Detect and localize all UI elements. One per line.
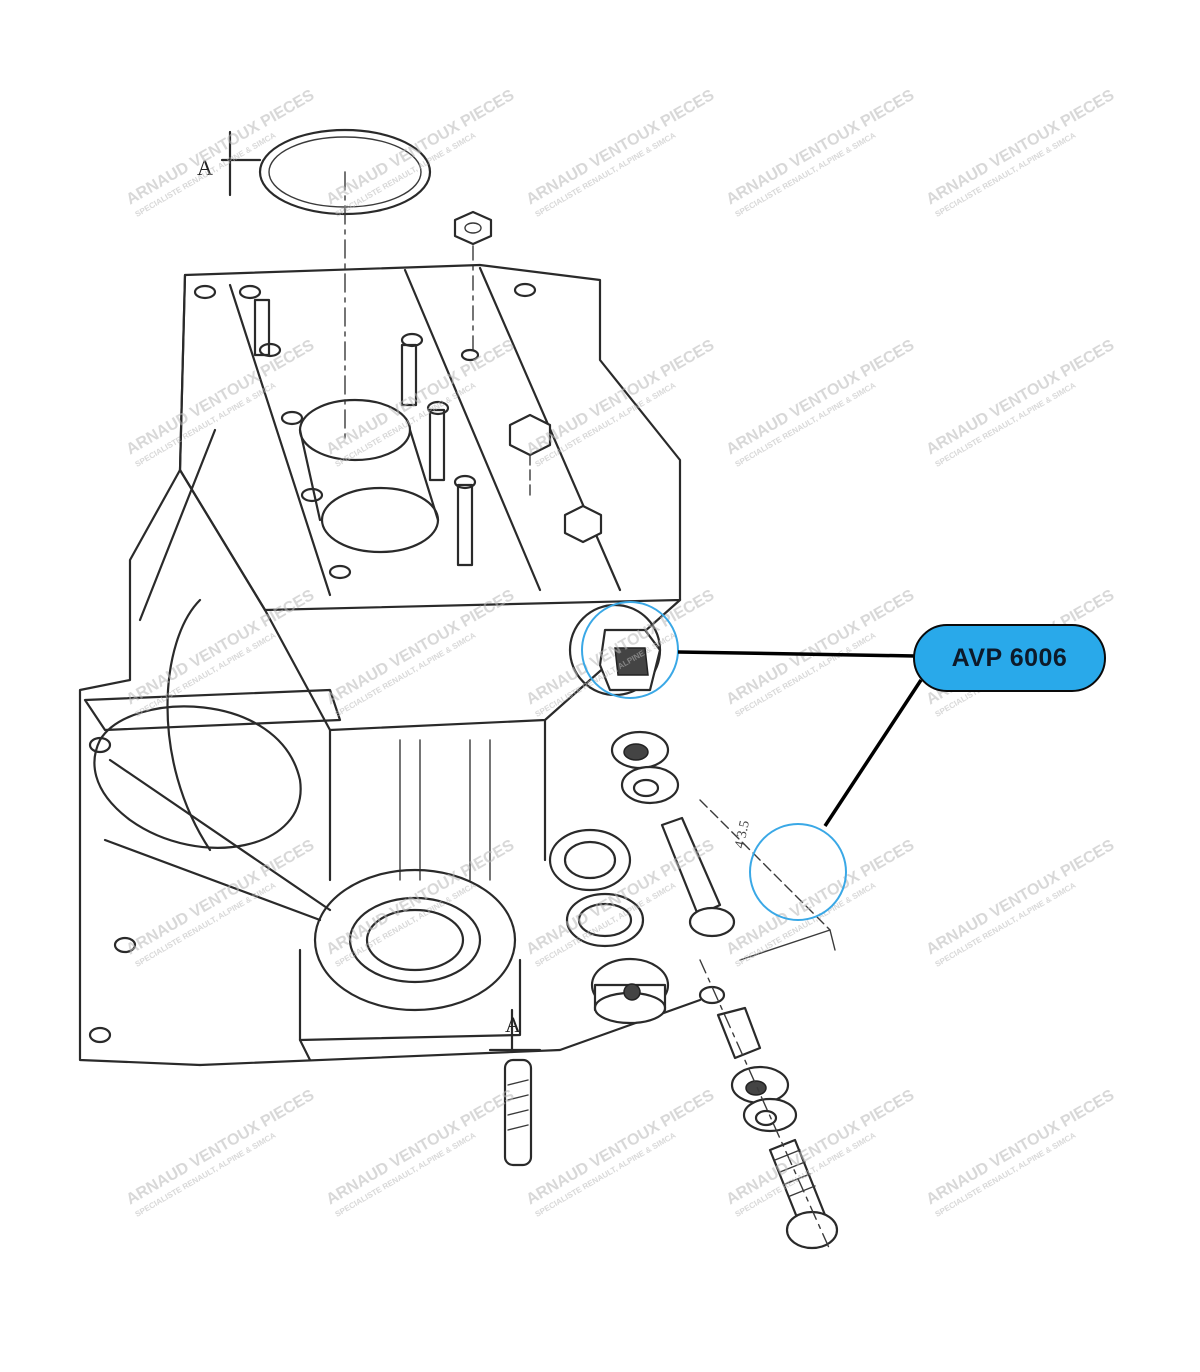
svg-text:ARNAUD VENTOUX PIECES: ARNAUD VENTOUX PIECES [124,837,318,959]
leader-line-2 [823,679,923,827]
svg-text:ARNAUD VENTOUX PIECES: ARNAUD VENTOUX PIECES [324,587,518,709]
svg-text:ARNAUD VENTOUX PIECES: ARNAUD VENTOUX PIECES [724,87,918,209]
svg-text:ARNAUD VENTOUX PIECES: ARNAUD VENTOUX PIECES [924,1087,1118,1209]
svg-text:ARNAUD VENTOUX PIECES: ARNAUD VENTOUX PIECES [324,1087,518,1209]
svg-text:ARNAUD VENTOUX PIECES: ARNAUD VENTOUX PIECES [124,1087,318,1209]
svg-text:ARNAUD VENTOUX PIECES: ARNAUD VENTOUX PIECES [124,87,318,209]
svg-text:ARNAUD VENTOUX PIECES: ARNAUD VENTOUX PIECES [724,587,918,709]
svg-text:ARNAUD VENTOUX PIECES: ARNAUD VENTOUX PIECES [724,337,918,459]
svg-text:ARNAUD VENTOUX PIECES: ARNAUD VENTOUX PIECES [524,837,718,959]
section-label-bottom: A [505,1012,521,1037]
engine-block-drawing: A [78,128,839,1251]
part-number-label: AVP 6006 [913,624,1106,692]
svg-text:ARNAUD VENTOUX PIECES: ARNAUD VENTOUX PIECES [924,87,1118,209]
svg-text:ARNAUD VENTOUX PIECES: ARNAUD VENTOUX PIECES [524,1087,718,1209]
svg-text:4 3.5: 4 3.5 [732,819,752,850]
svg-text:ARNAUD VENTOUX PIECES: ARNAUD VENTOUX PIECES [124,337,318,459]
svg-text:ARNAUD VENTOUX PIECES: ARNAUD VENTOUX PIECES [924,337,1118,459]
callout-highlight-circle-2 [749,823,847,921]
svg-text:ARNAUD VENTOUX PIECES: ARNAUD VENTOUX PIECES [924,837,1118,959]
svg-text:ARNAUD VENTOUX PIECES: ARNAUD VENTOUX PIECES [524,337,718,459]
svg-text:ARNAUD VENTOUX PIECES: ARNAUD VENTOUX PIECES [524,87,718,209]
leader-line-1 [677,650,916,658]
callout-highlight-circle-1 [581,601,679,699]
svg-text:ARNAUD VENTOUX PIECES: ARNAUD VENTOUX PIECES [124,587,318,709]
svg-text:ARNAUD VENTOUX PIECES: ARNAUD VENTOUX PIECES [324,337,518,459]
section-label-top: A [197,155,213,180]
